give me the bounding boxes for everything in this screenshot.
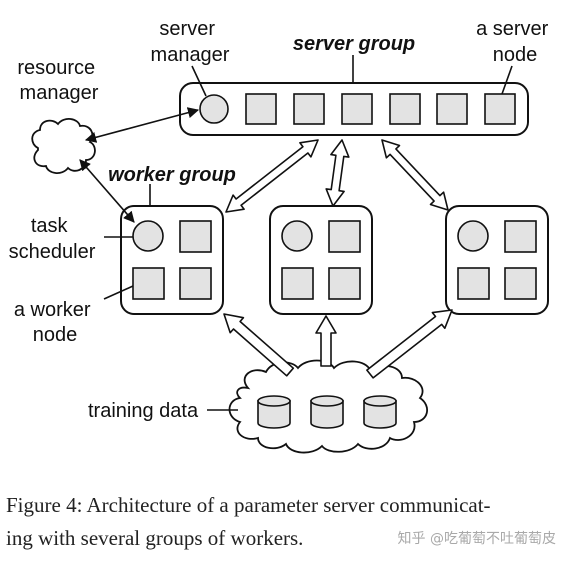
worker-group-left	[120, 205, 224, 315]
worker-node	[504, 220, 537, 253]
server-node	[293, 93, 325, 125]
data-worker-arrows	[223, 309, 453, 379]
data-worker-arrow	[315, 315, 337, 367]
worker-node	[457, 267, 490, 300]
data-worker-arrow	[366, 309, 453, 379]
server-worker-arrow	[381, 139, 449, 211]
server-node	[436, 93, 468, 125]
worker-node-pointer	[103, 285, 134, 300]
worker-group-right	[445, 205, 549, 315]
data-worker-arrow	[223, 313, 295, 377]
task-scheduler-node	[132, 220, 164, 252]
task-scheduler-label: task scheduler	[9, 215, 96, 263]
figure-caption-line-2: ing with several groups of workers.	[6, 526, 303, 550]
worker-node	[328, 220, 361, 253]
data-cylinders	[257, 395, 397, 429]
task-scheduler-node	[457, 220, 489, 252]
server-manager-node	[199, 94, 229, 124]
worker-node	[179, 267, 212, 300]
server-node	[484, 93, 516, 125]
server-node-label: a server node	[476, 18, 554, 66]
server-worker-arrow	[325, 139, 350, 207]
data-cylinder	[363, 395, 397, 429]
server-worker-arrows	[225, 139, 449, 213]
watermark: 知乎 @吃葡萄不吐葡萄皮	[398, 530, 556, 547]
data-cylinder	[257, 395, 291, 429]
server-node	[245, 93, 277, 125]
server-node-pointer	[501, 65, 513, 95]
server-manager-pointer	[191, 65, 207, 97]
server-node	[389, 93, 421, 125]
figure-caption-line-1: Figure 4: Architecture of a parameter se…	[6, 493, 491, 517]
worker-group-middle	[269, 205, 373, 315]
task-scheduler-node	[281, 220, 313, 252]
worker-node	[281, 267, 314, 300]
worker-group-label: worker group	[108, 164, 236, 186]
resource-manager-cloud	[31, 118, 96, 174]
server-manager-label: server manager	[151, 18, 230, 66]
worker-node	[328, 267, 361, 300]
server-node	[341, 93, 373, 125]
worker-node	[504, 267, 537, 300]
resource-server-arrow	[84, 107, 200, 143]
resource-manager-label: resource manager	[17, 57, 100, 104]
server-worker-arrow	[225, 139, 319, 213]
training-data-label: training data	[88, 400, 199, 422]
worker-node	[132, 267, 165, 300]
worker-node-label: a worker node	[14, 299, 96, 346]
worker-node	[179, 220, 212, 253]
resource-scheduler-arrow	[79, 159, 135, 223]
server-group-label: server group	[293, 33, 415, 55]
server-nodes	[245, 93, 516, 125]
data-cylinder	[310, 395, 344, 429]
